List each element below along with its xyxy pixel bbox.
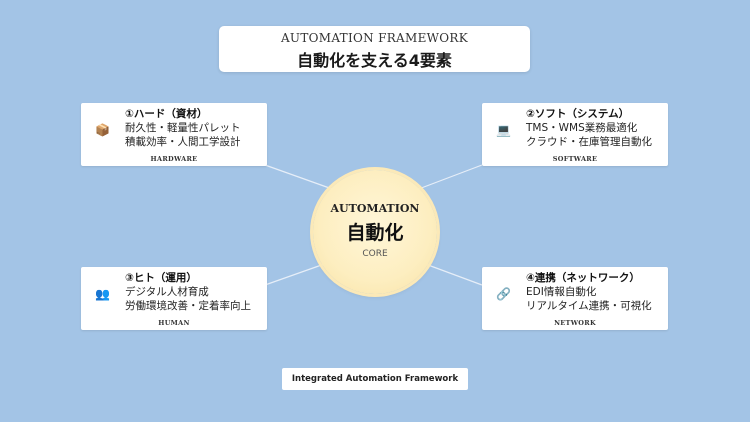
card-software-line-2: クラウド・在庫管理自動化 [526,136,652,148]
card-network: 🔗 ④連携（ネットワーク） EDI情報自動化 リアルタイム連携・可視化 NETW… [482,267,668,330]
card-hardware-line-2: 積載効率・人間工学設計 [125,136,241,148]
card-hardware-title: ①ハード（資材） [125,108,208,120]
title-box: AUTOMATION FRAMEWORK 自動化を支える4要素 [219,26,530,72]
card-network-line-2: リアルタイム連携・可視化 [526,300,652,312]
card-software-sub: SOFTWARE [552,155,598,163]
connector-human [264,261,331,286]
title-english: AUTOMATION FRAMEWORK [280,31,469,45]
card-network-sub: NETWORK [554,319,596,327]
card-network-line-1: EDI情報自動化 [526,286,597,298]
card-hardware: 📦 ①ハード（資材） 耐久性・軽量性パレット 積載効率・人間工学設計 HARDW… [81,103,267,166]
connector-hardware [264,164,336,191]
card-software: 💻 ②ソフト（システム） TMS・WMS業務最適化 クラウド・在庫管理自動化 S… [482,103,668,166]
card-network-title: ④連携（ネットワーク） [526,272,640,284]
card-human: 👥 ③ヒト（運用） デジタル人材育成 労働環境改善・定着率向上 HUMAN [81,267,267,330]
link-icon: 🔗 [496,287,511,301]
card-human-sub: HUMAN [158,319,190,327]
card-software-line-1: TMS・WMS業務最適化 [526,122,638,134]
card-software-title: ②ソフト（システム） [526,108,630,120]
laptop-icon: 💻 [496,123,511,137]
card-human-line-2: 労働環境改善・定着率向上 [125,300,251,312]
core-label-english: AUTOMATION [330,202,420,215]
package-icon: 📦 [95,123,110,137]
connector-software [415,164,483,191]
card-hardware-sub: HARDWARE [150,155,198,163]
connector-network [419,261,483,286]
card-human-line-1: デジタル人材育成 [125,286,209,298]
title-japanese: 自動化を支える4要素 [297,51,452,70]
card-hardware-line-1: 耐久性・軽量性パレット [125,122,241,134]
core-sub-label: CORE [362,249,388,259]
core-circle: AUTOMATION 自動化 CORE [313,170,437,294]
core-label-japanese: 自動化 [346,222,404,244]
people-icon: 👥 [95,287,110,301]
card-human-title: ③ヒト（運用） [125,272,197,284]
footer-label: Integrated Automation Framework [282,368,468,390]
